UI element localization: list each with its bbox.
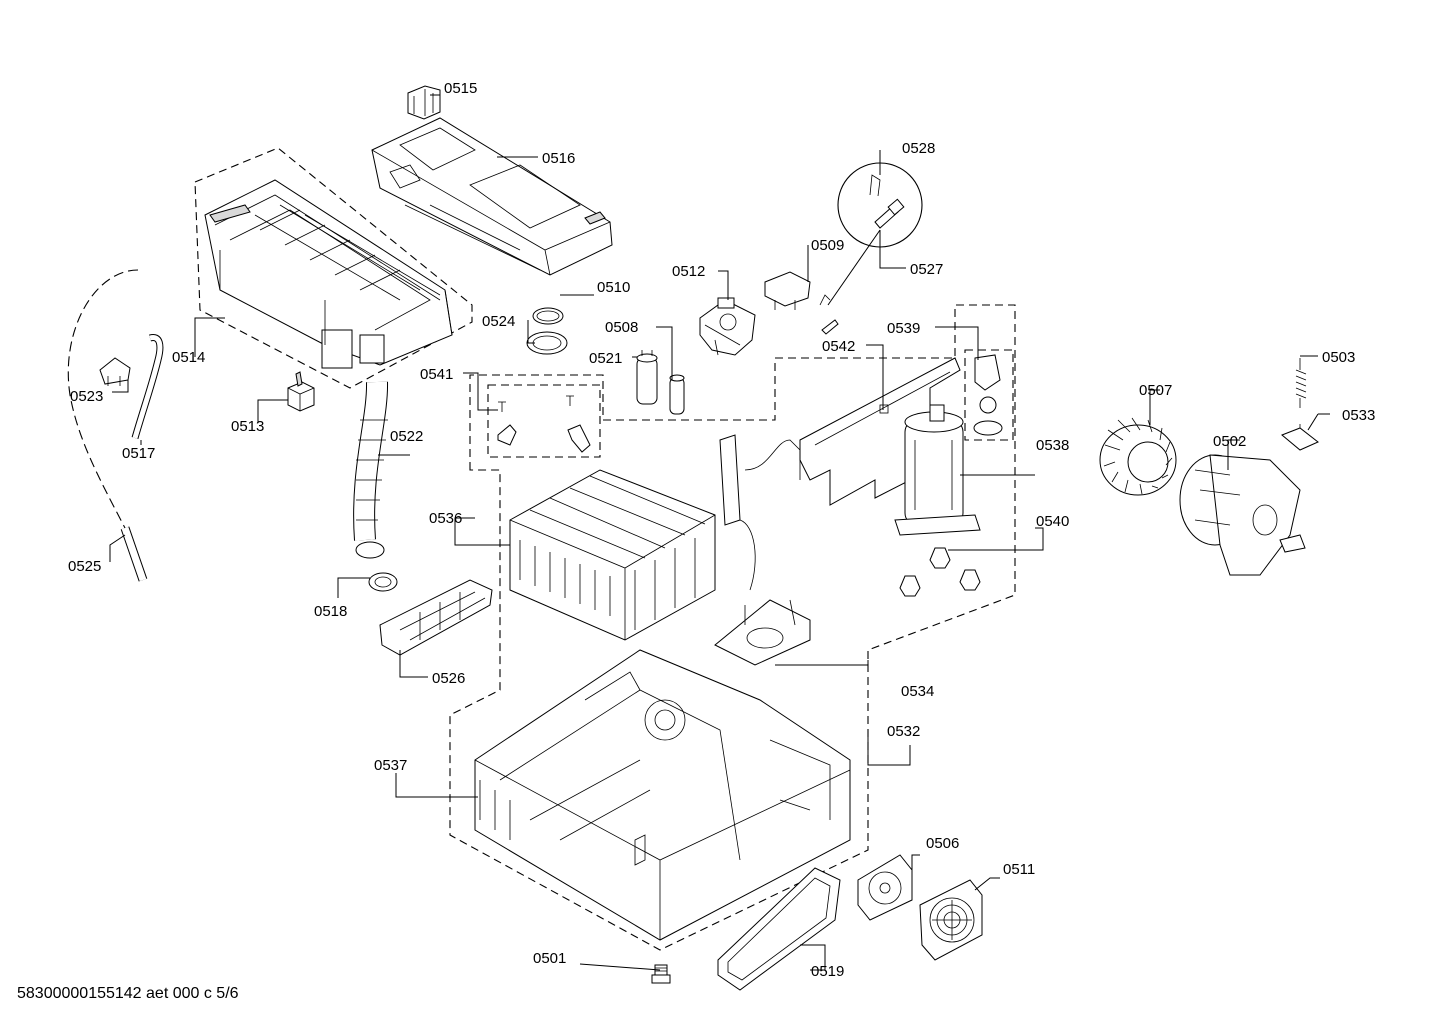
label-0516: 0516	[542, 150, 575, 167]
label-0538: 0538	[1036, 437, 1069, 454]
leader-lines	[109, 94, 1330, 971]
label-0513: 0513	[231, 418, 264, 435]
label-0521: 0521	[589, 350, 622, 367]
label-0501: 0501	[533, 950, 566, 967]
fan-0506	[857, 854, 913, 921]
clip-0523	[99, 357, 131, 386]
base-0537	[474, 649, 851, 941]
clip-0515	[407, 85, 441, 120]
rubber-feet-0540	[899, 547, 981, 597]
label-0525: 0525	[68, 558, 101, 575]
plug-0527	[821, 198, 905, 335]
label-0517: 0517	[122, 445, 155, 462]
screw-0501	[651, 964, 671, 984]
gasket-0519	[717, 867, 841, 991]
label-0528: 0528	[902, 140, 935, 157]
label-0507: 0507	[1139, 382, 1172, 399]
drain-hose-0522	[353, 381, 389, 559]
document-footer: 58300000155142 aet 000 c 5/6	[17, 985, 239, 1002]
fan-grille-0511	[919, 879, 983, 961]
label-0526: 0526	[432, 670, 465, 687]
capacitor-0521	[636, 350, 658, 405]
label-0510: 0510	[597, 279, 630, 296]
bracket-set-0541	[497, 395, 591, 453]
seal-0524	[526, 331, 568, 355]
label-0536: 0536	[429, 510, 462, 527]
motor-0502	[1179, 454, 1306, 576]
ring-0518	[368, 572, 398, 592]
label-0527: 0527	[910, 261, 943, 278]
compressor-0538	[894, 404, 981, 536]
condenser-housing-0514	[204, 179, 453, 369]
label-0519: 0519	[811, 963, 844, 980]
label-0508: 0508	[605, 319, 638, 336]
hose-0517	[131, 334, 164, 439]
label-0502: 0502	[1213, 433, 1246, 450]
label-0522: 0522	[390, 428, 423, 445]
heat-exchanger-0536	[509, 434, 801, 641]
water-container-0516	[371, 117, 613, 276]
label-0542: 0542	[822, 338, 855, 355]
spring-pin-0528	[819, 174, 881, 306]
spring-0503	[1295, 358, 1307, 408]
fan-wheel-0507	[1099, 417, 1177, 496]
hose-0525	[67, 269, 148, 582]
pump-0512	[699, 297, 756, 356]
capacitor-0508	[669, 374, 685, 415]
label-0533: 0533	[1342, 407, 1375, 424]
label-0503: 0503	[1322, 349, 1355, 366]
relay-0509	[764, 271, 811, 310]
label-0515: 0515	[444, 80, 477, 97]
parts	[67, 85, 1319, 991]
label-0509: 0509	[811, 237, 844, 254]
bracket-0526	[379, 579, 493, 656]
label-0518: 0518	[314, 603, 347, 620]
label-0532: 0532	[887, 723, 920, 740]
label-0524: 0524	[482, 313, 515, 330]
switch-0539	[973, 354, 1003, 436]
label-0523: 0523	[70, 388, 103, 405]
bracket-0533	[1281, 424, 1319, 451]
label-0512: 0512	[672, 263, 705, 280]
sensor-block-0513	[287, 371, 315, 412]
label-0514: 0514	[172, 349, 205, 366]
part-labels: 0515 0516 0528 0509 0527 0512 0510 0524 …	[68, 80, 1375, 980]
label-0534: 0534	[901, 683, 934, 700]
label-0539: 0539	[887, 320, 920, 337]
label-0541: 0541	[420, 366, 453, 383]
mounting-plate-0534	[714, 599, 811, 666]
label-0511: 0511	[1003, 861, 1035, 878]
label-0540: 0540	[1036, 513, 1069, 530]
label-0506: 0506	[926, 835, 959, 852]
label-0537: 0537	[374, 757, 407, 774]
seal-0510	[532, 307, 564, 325]
